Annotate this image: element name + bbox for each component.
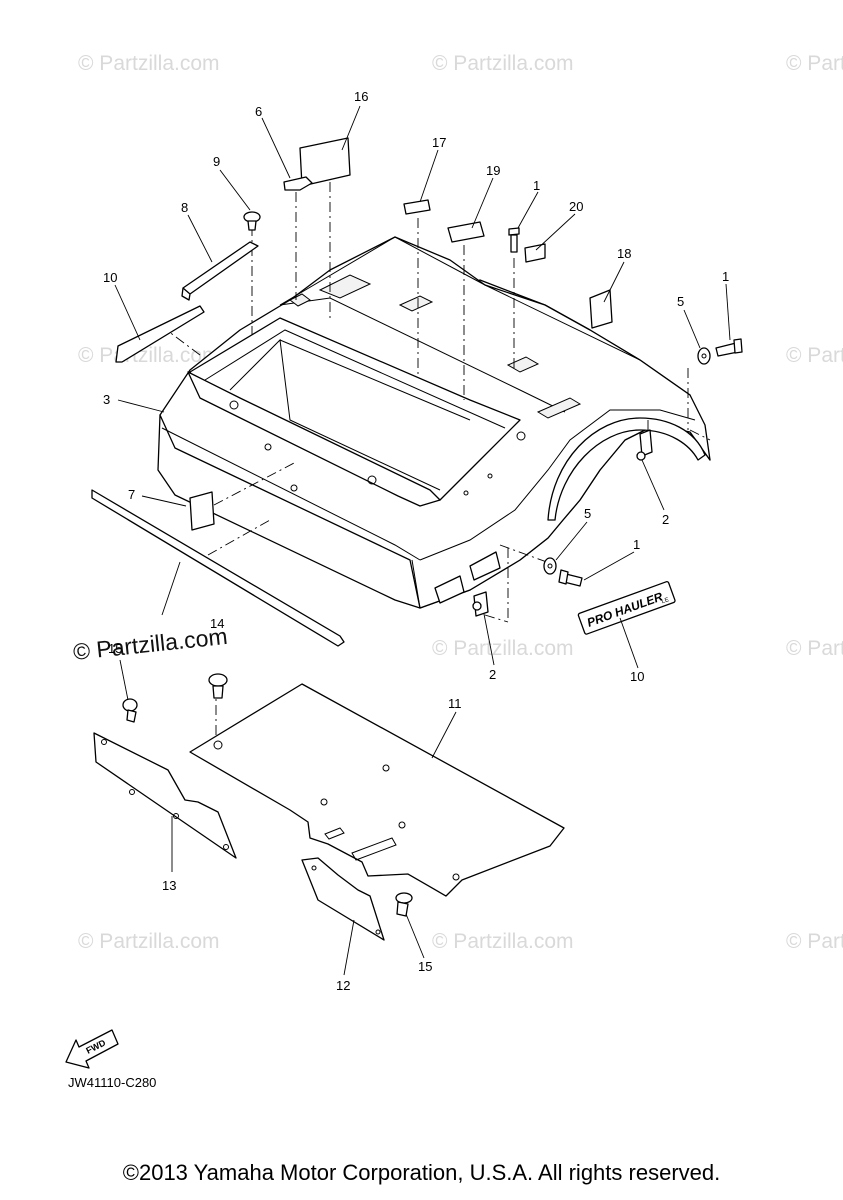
bolt-part-1-right (715, 338, 743, 357)
rivet-part-15-bottom (395, 892, 413, 917)
callout-15-bottom: 15 (418, 959, 432, 974)
callout-1-top: 1 (533, 178, 540, 193)
callout-7: 7 (128, 487, 135, 502)
watermark-text: © Partzilla.com (432, 637, 574, 660)
diagram-code: JW41110-C280 (68, 1075, 157, 1090)
callout-19: 19 (486, 163, 500, 178)
callout-13: 13 (162, 878, 176, 893)
callout-10-badge: 10 (630, 669, 644, 684)
fwd-arrow-icon: FWD (65, 1029, 119, 1069)
callout-6: 6 (255, 104, 262, 119)
watermark-text: © Partzilla.com (432, 930, 574, 953)
watermark-text: © Partzilla.com (432, 52, 574, 75)
bolt-part-1-top (508, 227, 520, 253)
decal-part-16 (299, 137, 351, 187)
alignment-lines (159, 182, 711, 740)
watermark-text-dark: © Partzilla.com (72, 623, 229, 665)
callout-10-left: 10 (103, 270, 117, 285)
callout-5-mid: 5 (584, 506, 591, 521)
callout-11: 11 (448, 696, 462, 711)
strip-part-10-left (115, 305, 205, 363)
bed-body-part-3 (157, 236, 711, 609)
watermarks: © Partzilla.com © Partzilla.com © Partzi… (72, 52, 843, 953)
clip-part-2-mid (472, 591, 489, 617)
decal-part-17 (403, 199, 431, 215)
rail-part-8 (181, 241, 259, 301)
watermark-text: © Partzilla.com (78, 930, 220, 953)
callout-15-top: 15 (108, 641, 122, 656)
watermark-text: © Partzilla.com (786, 930, 843, 953)
decal-part-7 (189, 491, 215, 531)
copyright-notice: ©2013 Yamaha Motor Corporation, U.S.A. A… (122, 1160, 721, 1185)
watermark-text: © Partzilla.com (786, 52, 843, 75)
rivet-part-15-top (122, 698, 138, 723)
leader-lines (114, 105, 731, 976)
side-plate-part-12 (301, 857, 385, 941)
callout-2-mid: 2 (489, 667, 496, 682)
callouts: 16 6 17 19 9 1 20 8 18 10 1 5 3 7 2 5 1 … (103, 89, 729, 993)
callout-17: 17 (432, 135, 446, 150)
decal-part-19 (447, 221, 485, 243)
callout-1-mid: 1 (633, 537, 640, 552)
callout-9: 9 (213, 154, 220, 169)
rivet-part-9 (243, 211, 261, 231)
watermark-text: © Partzilla.com (78, 344, 220, 367)
rivet-part-14 (208, 673, 228, 699)
watermark-text: © Partzilla.com (786, 344, 843, 367)
callout-12: 12 (336, 978, 350, 993)
callout-1-right: 1 (722, 269, 729, 284)
watermark-text: © Partzilla.com (78, 52, 220, 75)
callout-14: 14 (210, 616, 224, 631)
side-plate-part-13 (93, 732, 237, 859)
washer-part-5-mid (543, 557, 557, 575)
clip-part-2-right (636, 429, 653, 461)
callout-5-right: 5 (677, 294, 684, 309)
badge-part-10: PRO HAULER LE (577, 581, 676, 635)
pad-part-6 (283, 176, 313, 191)
callout-2-right: 2 (662, 512, 669, 527)
badge-subtext: LE (661, 597, 670, 605)
floor-panel-part-11 (189, 683, 565, 897)
watermark-text: © Partzilla.com (786, 637, 843, 660)
washer-part-5-right (697, 347, 711, 365)
callout-16: 16 (354, 89, 368, 104)
callout-18: 18 (617, 246, 631, 261)
callout-3: 3 (103, 392, 110, 407)
label-part-20 (524, 243, 546, 263)
callout-20: 20 (569, 199, 583, 214)
trim-strip (91, 489, 345, 647)
decal-part-18 (589, 289, 613, 329)
callout-8: 8 (181, 200, 188, 215)
bolt-part-1-mid (558, 569, 583, 587)
